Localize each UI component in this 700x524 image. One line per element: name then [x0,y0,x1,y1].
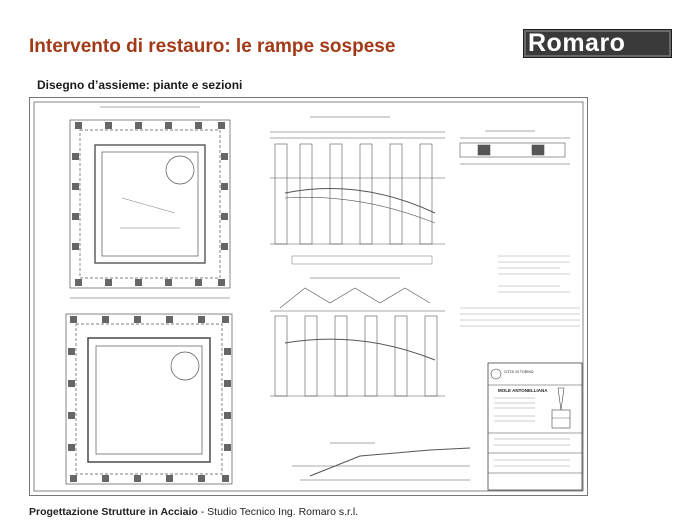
footer-rest: - Studio Tecnico Ing. Romaro s.r.l. [197,506,359,518]
coat-of-arms-icon [490,368,502,380]
notes-block [460,255,580,327]
section-lower [270,277,445,397]
logo-text: Romaro [528,29,626,57]
drawing-canvas: CITTA' DI TORINO MOLE ANTONELLIANA [33,101,584,492]
slide-title: Intervento di restauro: le rampe sospese [29,36,396,57]
romaro-logo: Romaro [523,29,672,58]
section-detail [292,442,471,481]
assembly-drawing: CITTA' DI TORINO MOLE ANTONELLIANA [29,97,588,496]
detail-upper-right [459,130,570,165]
slide-subtitle: Disegno d’assieme: piante e sezioni [37,78,243,92]
mole-silhouette-icon [557,387,565,411]
titleblock-city: CITTA' DI TORINO [504,370,534,374]
plan-lower [65,313,233,485]
footer-bold: Progettazione Strutture in Acciaio [29,506,198,518]
title-block: CITTA' DI TORINO MOLE ANTONELLIANA [487,362,583,491]
section-upper [270,116,445,265]
plan-upper [69,106,231,299]
titleblock-building: MOLE ANTONELLIANA [498,388,548,393]
footer-text: Progettazione Strutture in Acciaio - Stu… [29,506,358,518]
